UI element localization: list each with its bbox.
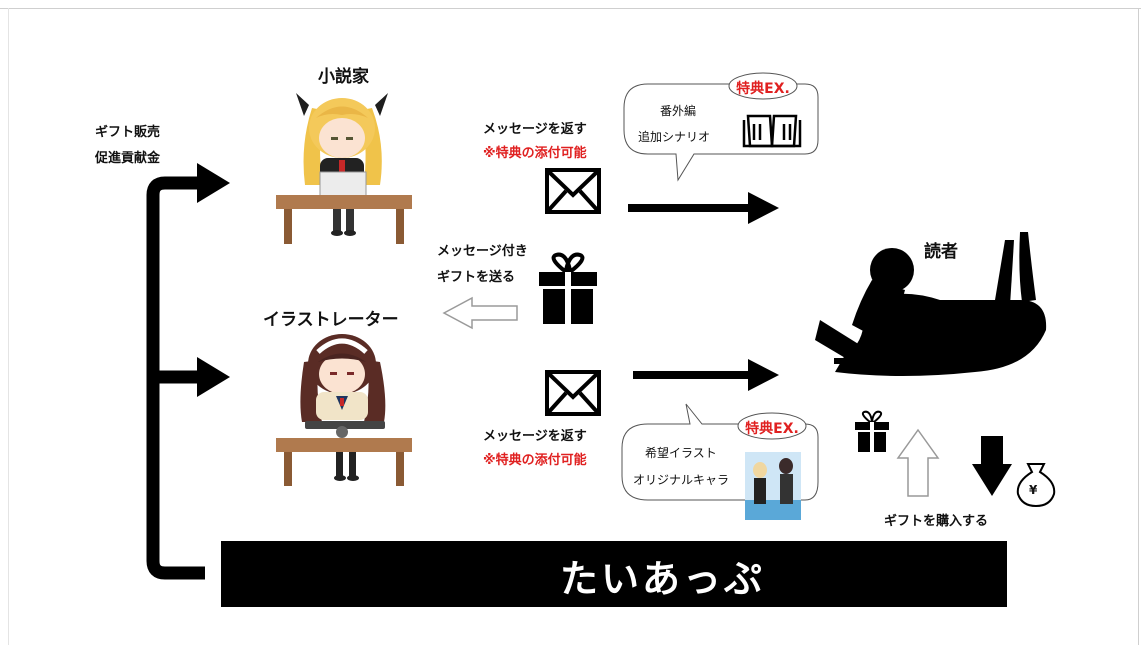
illustrator-label: イラストレーター	[263, 310, 399, 330]
frame-right-border	[1138, 8, 1139, 645]
bonus-item-requested-illustration: 希望イラスト	[645, 446, 717, 460]
arrow-up-purchase	[896, 428, 940, 497]
bonus-item-original-character: オリジナルキャラ	[633, 473, 730, 487]
reader-label: 読者	[924, 242, 958, 262]
bonus-badge-illustrator: 特典EX.	[745, 421, 799, 437]
gift-message-line2: ギフトを送る	[437, 270, 516, 285]
illustrator-bonus-note: ※特典の添付可能	[483, 453, 587, 468]
reader-silhouette	[815, 232, 1047, 376]
envelope-icon	[545, 168, 601, 214]
arrow-down-payment	[972, 436, 1012, 496]
funding-bracket	[146, 176, 205, 580]
arrow-to-illustrator	[197, 357, 230, 397]
illustrator-message-label: メッセージを返す	[483, 429, 587, 444]
novelist-message-label: メッセージを返す	[483, 122, 587, 137]
envelope-icon	[545, 370, 601, 416]
funding-line1: ギフト販売	[95, 125, 161, 140]
arrow-to-novelist	[197, 163, 230, 203]
arrow-gift-to-illustrator	[442, 296, 518, 330]
arrow-illustrator-to-reader	[633, 359, 779, 391]
illustration-thumbnail	[745, 452, 801, 520]
book-icon	[742, 114, 802, 148]
frame-top-border	[0, 8, 1141, 9]
novelist-label: 小説家	[318, 67, 369, 87]
frame-left-border	[8, 8, 9, 645]
bonus-item-extra-story: 番外編	[660, 104, 697, 118]
brand-banner	[221, 541, 1007, 607]
bonus-badge-novelist: 特典EX.	[736, 81, 790, 97]
novelist-illustration	[276, 93, 412, 244]
small-gift-icon	[855, 410, 889, 452]
gift-icon	[539, 252, 597, 324]
arrow-novelist-to-reader	[628, 192, 779, 224]
illustrator-illustration	[276, 334, 412, 486]
brand-name: たいあっぷ	[560, 557, 766, 601]
bonus-bubble-novelist	[623, 72, 819, 182]
funding-line2: 促進貢献金	[95, 151, 161, 166]
gift-message-line1: メッセージ付き	[437, 244, 528, 259]
money-bag-icon	[1016, 463, 1056, 508]
bonus-item-extra-scenario: 追加シナリオ	[638, 130, 711, 144]
purchase-gift-label: ギフトを購入する	[884, 514, 989, 529]
yen-symbol: ¥	[1029, 483, 1038, 497]
novelist-bonus-note: ※特典の添付可能	[483, 146, 587, 161]
